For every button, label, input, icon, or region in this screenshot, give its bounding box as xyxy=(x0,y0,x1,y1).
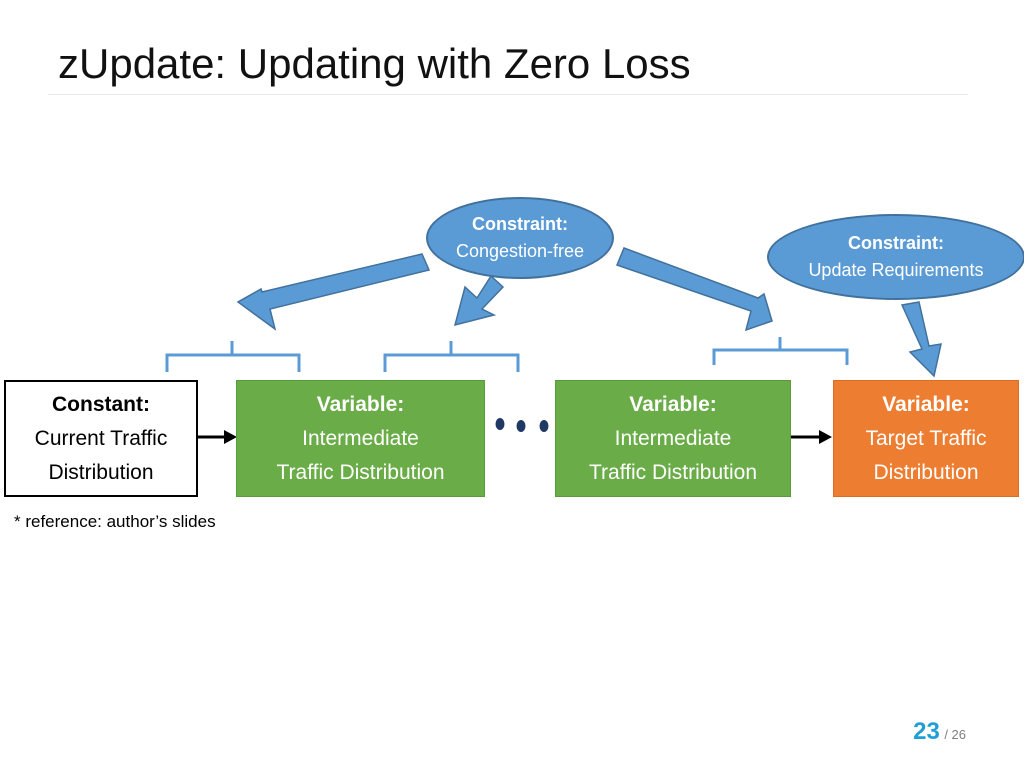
reference-footnote: * reference: author’s slides xyxy=(14,512,216,531)
constraint-text: Congestion-free xyxy=(455,241,585,261)
constraint-update-requirements: Constraint: Update Requirements xyxy=(767,214,1024,300)
ellipsis-dots xyxy=(495,418,549,432)
box-heading: Variable: xyxy=(882,392,970,416)
block-arrow-to-target xyxy=(900,301,942,378)
constraint-text: Update Requirements xyxy=(808,260,984,280)
constraint-heading: Constraint: xyxy=(472,214,568,234)
bracket-third xyxy=(712,337,849,365)
box-line-1: Intermediate xyxy=(614,426,732,450)
box-line-2: Traffic Distribution xyxy=(588,460,758,484)
constraint-congestion-free: Constraint: Congestion-free xyxy=(426,197,614,279)
title-divider xyxy=(48,94,968,95)
page-current: 23 xyxy=(913,718,940,745)
box-line-1: Current Traffic xyxy=(34,426,168,450)
variable-target-traffic-box: Variable: Target Traffic Distribution xyxy=(833,380,1019,497)
block-arrow-to-first-bracket xyxy=(236,253,431,331)
box-heading: Variable: xyxy=(629,392,717,416)
block-arrow-to-third-bracket xyxy=(616,247,773,332)
box-line-2: Distribution xyxy=(48,460,154,484)
bracket-first xyxy=(165,341,301,372)
arrow-constant-to-variable xyxy=(198,430,237,444)
box-line-2: Traffic Distribution xyxy=(276,460,445,484)
block-arrow-to-second-bracket xyxy=(453,274,505,327)
box-line-1: Target Traffic xyxy=(865,426,987,450)
slide-title: zUpdate: Updating with Zero Loss xyxy=(58,40,691,87)
box-line-1: Intermediate xyxy=(302,426,419,450)
box-line-2: Distribution xyxy=(873,460,979,484)
page-number: 23 / 26 xyxy=(913,718,966,746)
constant-current-traffic-box: Constant: Current Traffic Distribution xyxy=(4,380,198,497)
variable-intermediate-box-1: Variable: Intermediate Traffic Distribut… xyxy=(236,380,485,497)
constraint-heading: Constraint: xyxy=(848,233,944,253)
arrow-variable-to-target xyxy=(791,430,832,444)
box-heading: Constant: xyxy=(52,392,150,416)
bracket-second xyxy=(383,341,520,372)
box-heading: Variable: xyxy=(316,392,405,416)
variable-intermediate-box-2: Variable: Intermediate Traffic Distribut… xyxy=(555,380,791,497)
page-total: / 26 xyxy=(944,727,966,742)
